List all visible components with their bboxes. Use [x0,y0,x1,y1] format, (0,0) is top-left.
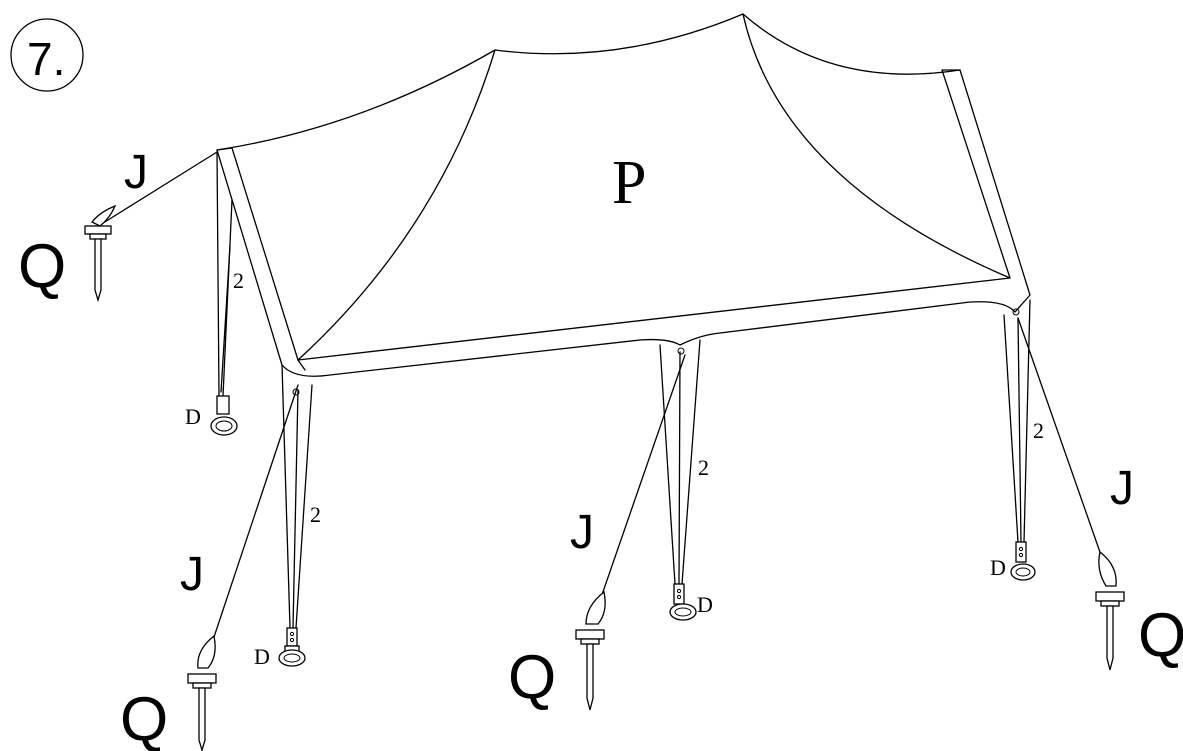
label-canopy: P [612,149,646,217]
step-number: 7. [27,33,65,85]
label-rope-front-left: J [180,548,204,601]
step-badge: 7. [10,18,84,92]
label-leg-part-front-left: 2 [310,502,321,527]
label-leg-part-front-right: 2 [1033,418,1044,443]
label-leg-part-back-left: 2 [233,268,244,293]
label-foot-back-left: D [185,404,201,429]
canopy-fabric [216,13,1031,377]
label-foot-front-left: D [254,644,270,669]
label-stake-front-left: Q [120,685,168,751]
label-foot-front-right: D [990,555,1006,580]
guy-ropes [99,151,1109,656]
step-circle [10,18,84,92]
label-stake-back-left: Q [18,232,66,301]
label-stake-front-middle: Q [508,643,556,712]
stake-front-left [187,634,217,751]
leg-front-middle [659,339,701,621]
label-leg-part-front-middle: 2 [698,455,709,480]
stake-front-right [1095,550,1125,671]
label-foot-front-middle: D [697,592,713,617]
label-rope-front-middle: J [570,506,594,559]
leg-back-left [210,151,238,436]
stake-front-middle [575,590,606,711]
leg-front-right [1003,299,1036,581]
label-stake-front-right: Q [1138,601,1183,670]
label-rope-back-left: J [124,146,148,199]
label-rope-front-right: J [1110,462,1134,515]
leg-front-left [278,364,313,667]
stake-back-left [84,204,117,303]
